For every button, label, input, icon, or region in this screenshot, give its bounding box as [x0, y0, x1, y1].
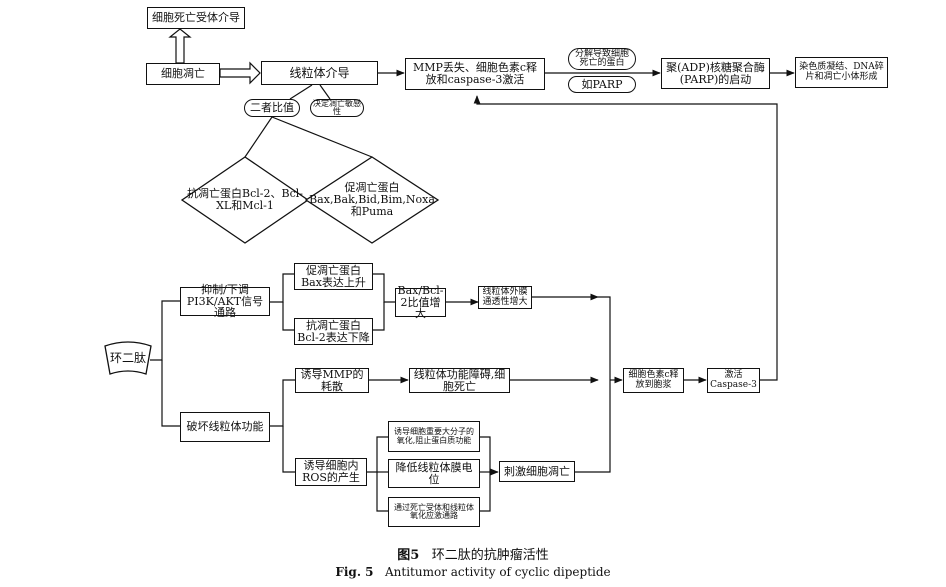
mmp-box: MMP丢失、细胞色素c释放和caspase-3激活: [405, 58, 545, 90]
decompose-pill: 分解导致细胞死亡的蛋白: [568, 48, 636, 70]
cyclic-dipeptide-banner: [104, 341, 152, 375]
caption-english-label: Fig. 5: [335, 565, 374, 579]
hollow-arrow-right: [219, 61, 261, 85]
pathway-box: 通过死亡受体和线粒体氧化应激通路: [388, 497, 480, 527]
caption-english-text: Antitumor activity of cyclic dipeptide: [384, 565, 611, 579]
bax-bcl2-ratio-box: Bax/Bcl-2比值增大: [395, 284, 446, 320]
decide-pill: 决定凋亡敏感性: [310, 99, 364, 117]
parp-example-pill: 如PARP: [568, 76, 636, 93]
induce-mmp-box: 诱导MMP的耗散: [295, 368, 369, 393]
ros-box: 诱导细胞内ROS的产生: [295, 458, 367, 486]
cyclic-dipeptide-label: 环二肽: [109, 351, 146, 366]
apoptosis-box: 细胞凋亡: [146, 63, 220, 85]
parp-box: 聚(ADP)核糖聚合酶(PARP)的启动: [661, 58, 770, 89]
receptor-box: 细胞死亡受体介导: [147, 7, 245, 29]
hollow-arrow-up: [168, 28, 192, 64]
lower-potential-box: 降低线粒体膜电位: [388, 459, 480, 488]
ratio-pill: 二者比值: [244, 99, 300, 117]
pi3k-box: 抑制/下调PI3K/AKT信号通路: [180, 283, 270, 319]
chromatin-box: 染色质凝结、DNA碎片和凋亡小体形成: [795, 57, 888, 88]
cytochrome-c-box: 细胞色素c释放到胞浆: [623, 368, 684, 393]
stimulate-box: 刺激细胞凋亡: [499, 461, 575, 482]
dysfunction-box: 线粒体功能障碍,细胞死亡: [409, 368, 510, 393]
destroy-box: 破坏线粒体功能: [180, 412, 270, 442]
caspase-3-box: 激活Caspase-3: [707, 368, 760, 393]
caption-english: Fig. 5 Antitumor activity of cyclic dipe…: [0, 565, 946, 579]
bax-up-box: 促凋亡蛋白Bax表达上升: [294, 263, 373, 290]
caption-chinese-label: 图5: [397, 548, 420, 563]
pro-apoptotic-diamond: [304, 156, 440, 244]
anti-apoptotic-label: 抗凋亡蛋白Bcl-2、Bcl-XL和Mcl-1: [187, 186, 303, 212]
bcl2-down-box: 抗凋亡蛋白Bcl-2表达下降: [294, 318, 373, 345]
pro-apoptotic-label: 促凋亡蛋白Bax,Bak,Bid,Bim,Noxa和Puma: [309, 180, 435, 219]
anti-apoptotic-diamond: [180, 156, 310, 244]
caption-chinese: 图5 环二肽的抗肿瘤活性: [0, 544, 946, 563]
permeability-box: 线粒体外膜通透性增大: [478, 286, 532, 309]
caption-chinese-text: 环二肽的抗肿瘤活性: [431, 548, 549, 563]
oxidize-box: 诱导细胞重要大分子的氧化,阻止蛋白质功能: [388, 421, 480, 452]
mito-box: 线粒体介导: [261, 61, 378, 85]
